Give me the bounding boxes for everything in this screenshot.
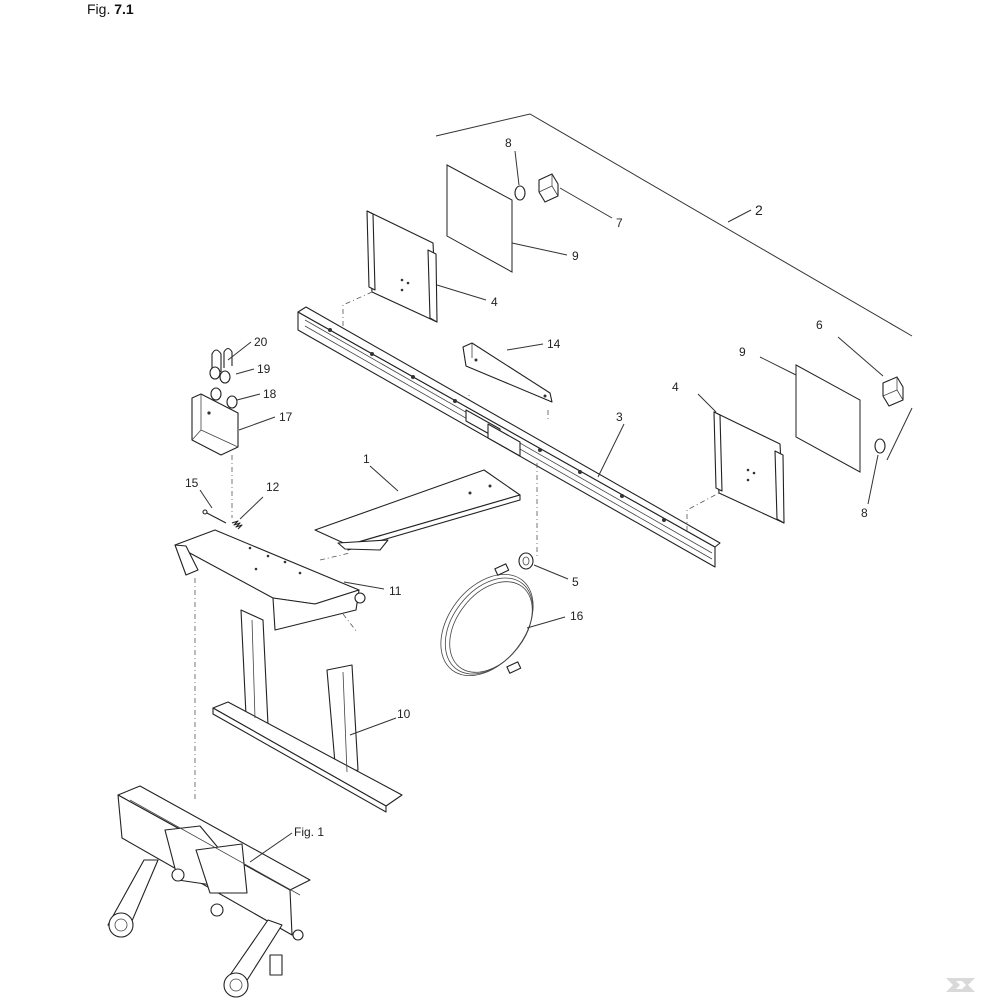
tray-plate[interactable] (314, 469, 521, 551)
callout-15: 15 (185, 476, 199, 490)
assembly-bracket-2 (435, 113, 913, 461)
nut-19[interactable] (209, 366, 231, 384)
pin-15[interactable] (202, 509, 227, 524)
reflector-disc-upper[interactable] (514, 185, 526, 201)
callout-17: 17 (279, 410, 293, 424)
brand-logo (946, 978, 975, 992)
callout-labels: 8 7 2 9 4 14 6 9 4 3 8 1 20 19 18 17 15 … (185, 136, 868, 839)
bracket-plate-upper[interactable] (366, 210, 438, 323)
main-beam[interactable] (297, 306, 721, 568)
callout-9-upper: 9 (572, 249, 579, 263)
callout-6: 6 (816, 318, 823, 332)
base-hitch-assembly (107, 785, 311, 998)
decal-sheet-upper[interactable] (446, 164, 513, 273)
fitting-5[interactable] (518, 552, 534, 570)
bracket-plate-lower[interactable] (713, 411, 785, 524)
lamp-upper[interactable] (538, 173, 559, 203)
figure-title: Fig. 7.1 (87, 0, 134, 18)
callout-8-upper: 8 (505, 136, 512, 150)
figure-prefix: Fig. (87, 1, 111, 17)
callout-12: 12 (266, 480, 280, 494)
u-bolt[interactable] (211, 347, 233, 373)
cable-coil[interactable] (422, 557, 552, 694)
callout-2: 2 (755, 202, 763, 218)
leader-lines (199, 150, 884, 863)
callout-4-lower: 4 (672, 380, 679, 394)
callout-9-lower: 9 (739, 345, 746, 359)
spring-12[interactable] (231, 520, 243, 530)
decal-sheet-lower[interactable] (795, 364, 861, 473)
stand-frame[interactable] (212, 609, 403, 813)
callout-14: 14 (547, 337, 561, 351)
callout-16: 16 (570, 609, 584, 623)
callout-19: 19 (257, 362, 271, 376)
callout-3: 3 (616, 410, 623, 424)
callout-1: 1 (363, 452, 370, 466)
callout-7: 7 (616, 216, 623, 230)
callout-8-lower: 8 (861, 506, 868, 520)
angle-plate[interactable] (462, 342, 553, 403)
lamp-lower[interactable] (882, 376, 904, 407)
figure-number: 7.1 (114, 1, 134, 17)
callout-10: 10 (397, 707, 411, 721)
callout-11: 11 (389, 584, 402, 598)
washer-18[interactable] (210, 387, 238, 409)
top-plate-11[interactable] (174, 529, 366, 631)
callout-18: 18 (263, 387, 277, 401)
reflector-disc-lower[interactable] (874, 438, 886, 454)
callout-5: 5 (572, 575, 579, 589)
mounting-bracket-17[interactable] (191, 393, 239, 456)
callout-20: 20 (254, 335, 268, 349)
callout-4-upper: 4 (491, 295, 498, 309)
fig-1-reference: Fig. 1 (294, 825, 324, 839)
